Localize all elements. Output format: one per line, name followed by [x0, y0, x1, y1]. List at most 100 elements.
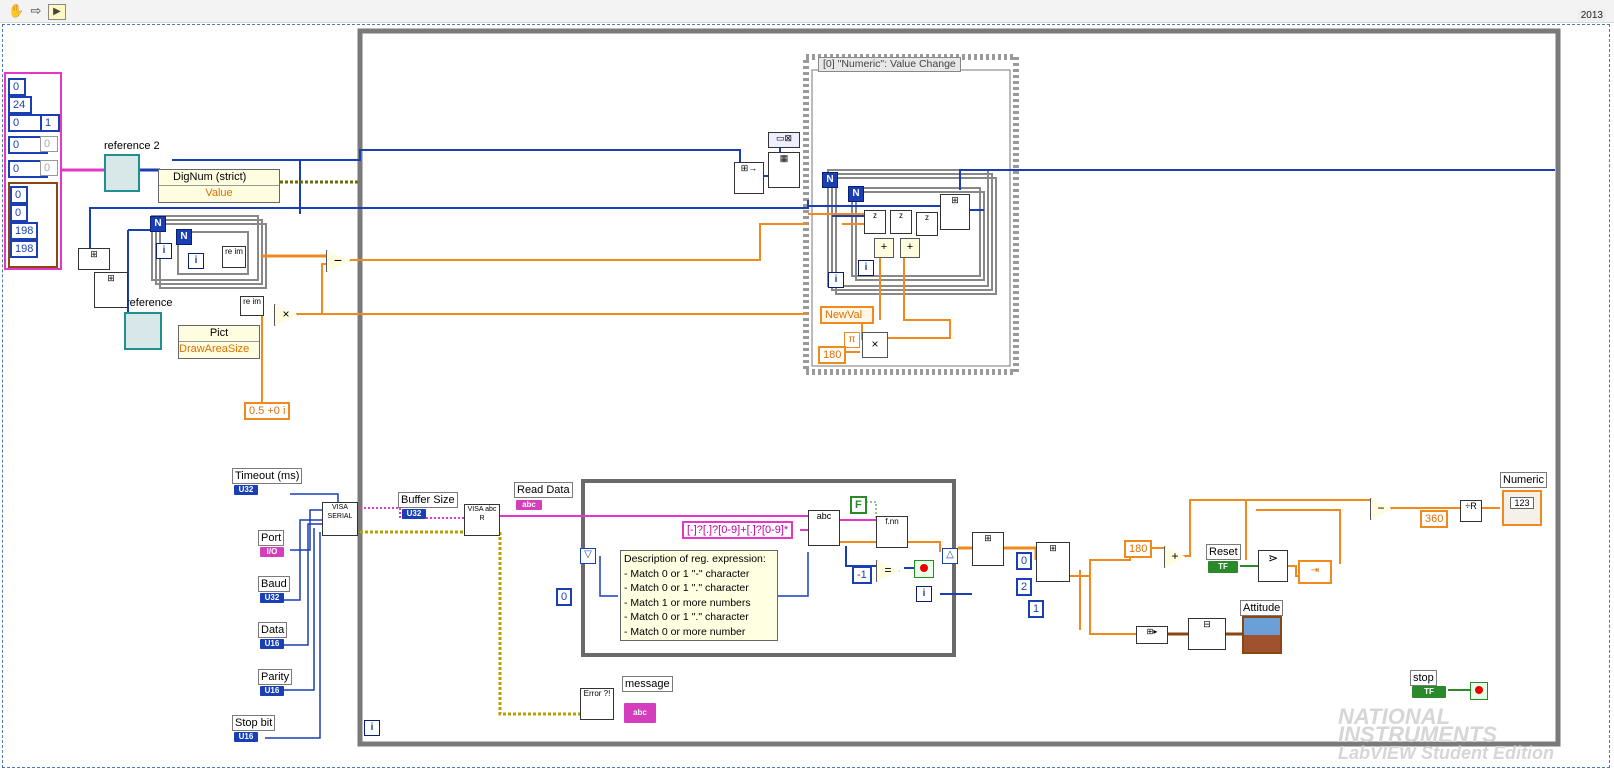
digital-property-node[interactable]: DigNum (strict) Value	[158, 169, 280, 203]
attitude-bundle-node[interactable]: ⊟	[1188, 618, 1226, 650]
block-diagram-toolbar: ✋ ⇨ ▶ 2013	[0, 0, 1614, 23]
stop-condition-terminal	[914, 560, 934, 578]
array-element[interactable]: 0	[10, 204, 28, 222]
event-case-selector[interactable]: [0] "Numeric": Value Change	[818, 57, 961, 72]
false-constant[interactable]: F	[850, 496, 867, 514]
array-element[interactable]: 0	[40, 136, 58, 152]
array-element[interactable]: 0	[8, 160, 48, 178]
baud-control[interactable]: U32	[260, 593, 284, 603]
comment-title: Description of reg. expression:	[624, 553, 766, 565]
picture-draw-node[interactable]: ▭⊠	[768, 132, 800, 148]
parity-control[interactable]: U16	[260, 686, 284, 696]
loop-iteration-terminal: i	[156, 243, 172, 259]
build-array-node[interactable]: ⊞	[940, 194, 970, 230]
buffer-size-label: Buffer Size	[398, 492, 458, 508]
complex-node[interactable]: re im	[240, 296, 264, 316]
error-handler-node[interactable]: Error ?!	[580, 688, 614, 720]
watermark-line: INSTRUMENTS	[1338, 722, 1497, 747]
index-0-constant[interactable]: 0	[1016, 552, 1033, 570]
reset-label: Reset	[1206, 544, 1241, 560]
index-array-node[interactable]: ⊞	[1036, 542, 1070, 582]
neg-one-constant[interactable]: -1	[852, 566, 872, 584]
match-regex-node[interactable]: abc	[808, 510, 840, 546]
run-icon[interactable]: ▶	[48, 4, 66, 20]
while-iteration-terminal: i	[364, 720, 380, 736]
port-control[interactable]: I/O	[260, 547, 284, 557]
reset-control[interactable]: TF	[1208, 561, 1238, 573]
hand-icon[interactable]: ✋	[8, 3, 25, 18]
buffer-size-control[interactable]: U32	[402, 509, 426, 519]
numeric-label: Numeric	[1500, 472, 1547, 488]
array-element[interactable]: 0	[10, 186, 28, 204]
loop-count-terminal: N	[150, 216, 166, 232]
digital-property: Value	[205, 187, 233, 199]
data-control[interactable]: U16	[260, 639, 284, 649]
add-node[interactable]: +	[874, 238, 894, 258]
picture-refnum-icon[interactable]	[124, 312, 162, 350]
block-diagram-canvas	[2, 24, 1610, 768]
read-data-label: Read Data	[514, 482, 573, 498]
visa-read-node[interactable]: VISA abc R	[464, 504, 500, 536]
multiply-node[interactable]: ×	[862, 332, 888, 358]
regex-constant[interactable]: [-]?[.]?[0-9]+[.]?[0-9]*	[682, 521, 794, 539]
port-label: Port	[258, 530, 285, 546]
complex-node[interactable]: z	[890, 210, 912, 234]
picture-draw-node[interactable]: ▦	[768, 152, 800, 188]
build-array-node[interactable]: ⊞→	[734, 162, 764, 194]
arrow-icon[interactable]: ⇨	[30, 3, 42, 18]
loop-iteration-terminal: i	[828, 272, 844, 288]
inner-iteration-terminal: i	[916, 586, 932, 602]
parity-label: Parity	[258, 669, 293, 685]
timeout-control[interactable]: U32	[234, 485, 258, 495]
angle-180-constant[interactable]: 180	[818, 346, 847, 364]
loop-count-terminal: N	[176, 229, 192, 245]
nested-cluster	[8, 182, 58, 268]
digital-class: DigNum (strict)	[159, 170, 279, 186]
loop-iteration-terminal: i	[188, 253, 204, 269]
index-1-constant[interactable]: 1	[1028, 600, 1045, 618]
regex-description-comment: Description of reg. expression: - Match …	[620, 550, 778, 641]
message-label: message	[622, 676, 673, 692]
data-label: Data	[258, 622, 288, 638]
cluster-array-constant[interactable]: 0 24 0 1 0 0 0 0 0 0 198 198	[4, 72, 62, 270]
mod-360-constant[interactable]: 360	[1420, 510, 1449, 528]
complex-offset-constant[interactable]: 0.5 +0 i	[244, 402, 291, 420]
bundle-node[interactable]: ⊞▸	[1136, 626, 1168, 644]
picture-property-node[interactable]: Pict DrawAreaSize	[178, 325, 260, 359]
visa-serial-node[interactable]: VISA SERIAL	[322, 502, 358, 536]
baud-label: Baud	[258, 576, 290, 592]
decimate-array-node[interactable]: ⊞	[972, 532, 1004, 566]
stop-control[interactable]: TF	[1412, 686, 1446, 698]
index-array-node[interactable]: ⊞	[94, 272, 128, 308]
complex-node[interactable]: z	[864, 210, 886, 234]
array-element[interactable]: 198	[10, 240, 38, 258]
shift-register-right: △	[942, 548, 958, 564]
stopbit-label: Stop bit	[232, 715, 276, 731]
array-element[interactable]: 1	[40, 114, 60, 132]
add-node[interactable]: +	[900, 238, 920, 258]
shift-init-constant[interactable]: 0	[556, 588, 573, 606]
re-im-to-complex-node[interactable]: re im	[222, 246, 246, 268]
array-element[interactable]: 198	[10, 222, 38, 240]
array-element[interactable]: 24	[8, 96, 32, 114]
loop-stop-terminal	[1470, 682, 1488, 700]
stopbit-control[interactable]: U16	[234, 732, 258, 742]
scan-from-string-node[interactable]: f.nn	[876, 516, 908, 548]
quotient-remainder-node[interactable]: ÷R	[1460, 500, 1482, 522]
complex-node[interactable]: z	[916, 212, 938, 236]
index-2-constant[interactable]: 2	[1016, 578, 1033, 596]
add-180-constant[interactable]: 180	[1124, 540, 1153, 558]
array-element[interactable]: 0	[40, 160, 58, 176]
array-element[interactable]: 0	[8, 78, 26, 96]
pi-constant[interactable]: π	[844, 332, 860, 348]
control-refnum-icon[interactable]	[104, 154, 140, 192]
numeric-indicator: 123	[1502, 490, 1542, 526]
comment-line: - Match 1 or more numbers	[624, 596, 751, 609]
array-subset-node[interactable]: ⊞	[78, 248, 110, 270]
loop-iteration-terminal: i	[858, 260, 874, 276]
read-data-indicator: abc	[516, 500, 542, 510]
attitude-label: Attitude	[1240, 600, 1284, 616]
loop-count-terminal: N	[848, 186, 864, 202]
attitude-indicator	[1242, 616, 1282, 654]
select-node[interactable]: ⋗	[1258, 550, 1288, 582]
